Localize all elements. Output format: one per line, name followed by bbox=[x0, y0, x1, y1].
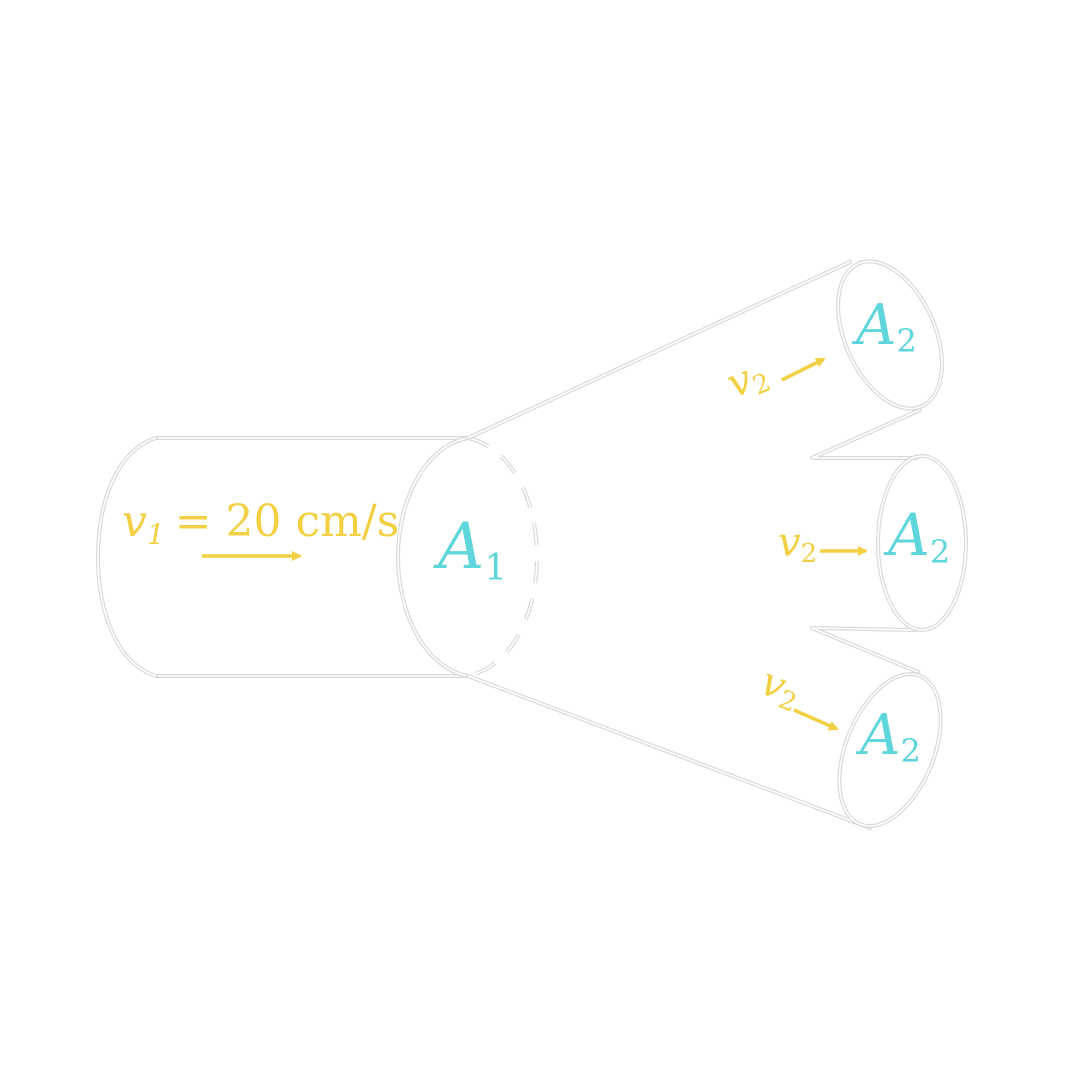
inlet-area-symbol: A bbox=[433, 510, 484, 584]
outlet-bottom-area-symbol: A bbox=[855, 703, 900, 768]
outlet-top-flow-arrow bbox=[781, 357, 826, 382]
outlet-middle-velocity-symbol: v bbox=[778, 520, 801, 566]
outlet-middle-area-symbol: A bbox=[883, 501, 930, 569]
inlet-area-label: A1 bbox=[433, 510, 507, 589]
inlet-area-subscript: 1 bbox=[484, 548, 507, 589]
outlet-top-area-subscript: 2 bbox=[896, 322, 916, 360]
inlet-velocity-value: = 20 cm/s bbox=[175, 496, 400, 547]
outlet-bottom-area-label: A2 bbox=[855, 703, 921, 770]
inlet-velocity-label: v1 = 20 cm/s bbox=[122, 496, 399, 551]
outlet-top-area-label: A2 bbox=[851, 293, 917, 360]
outlet-bottom-flow-arrow bbox=[793, 708, 839, 731]
outlet-middle-velocity-subscript: 2 bbox=[801, 539, 818, 569]
outlet-top-velocity-label: v2 bbox=[721, 350, 776, 410]
inlet-velocity-subscript: 1 bbox=[147, 518, 165, 551]
outlet-middle-area-label: A2 bbox=[883, 501, 950, 571]
outlet-middle-ellipse bbox=[876, 454, 968, 632]
inlet-velocity-symbol: v bbox=[122, 496, 147, 547]
outlet-bottom-ellipse bbox=[837, 672, 943, 828]
junction-cross-section bbox=[396, 436, 540, 678]
outlet-top-area-symbol: A bbox=[851, 293, 896, 358]
outlet-top-ellipse bbox=[836, 259, 944, 411]
branch-body bbox=[466, 260, 922, 830]
outlet-bottom-area-subscript: 2 bbox=[900, 732, 920, 770]
inlet-pipe bbox=[96, 436, 470, 678]
outlet-middle-velocity-label: v2 bbox=[778, 520, 817, 569]
outlet-bottom-velocity-label: v2 bbox=[753, 659, 808, 719]
outlet-middle-area-subscript: 2 bbox=[930, 533, 950, 571]
